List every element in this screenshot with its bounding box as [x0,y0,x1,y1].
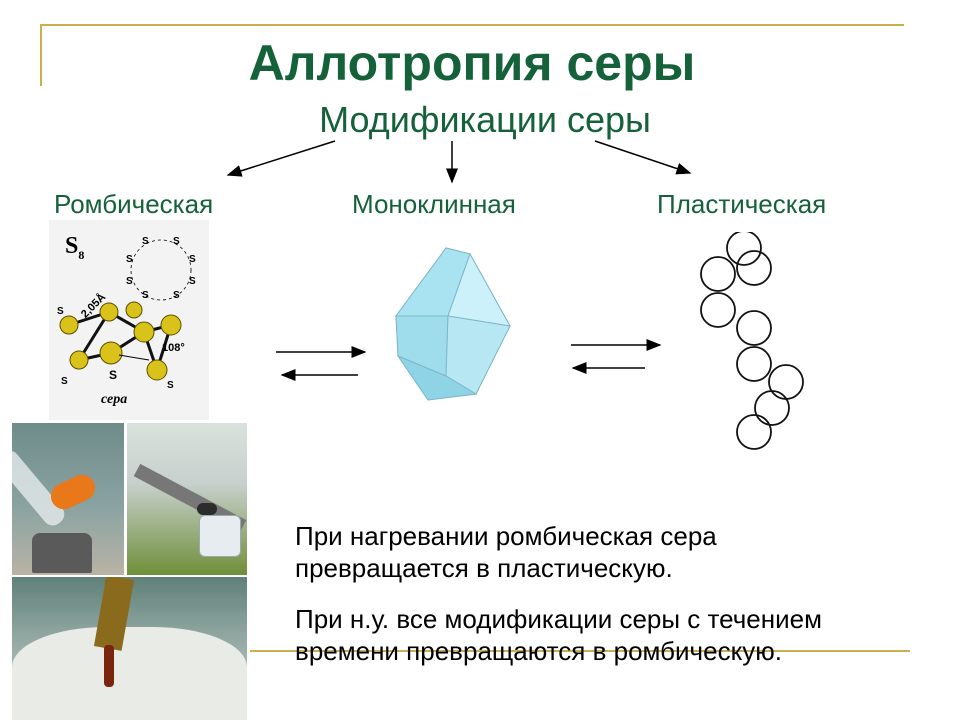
frame-left-line [40,24,42,86]
paragraph-line: При н.у. все модификации серы с течением [295,604,822,634]
formula-s8: S8 [65,233,85,262]
paragraph-line: времени превращаются в ромбическую. [295,636,782,666]
plastic-chain-image [700,232,804,450]
molecule-atom-label: S [109,368,118,382]
ring-atom-label: S [173,236,180,247]
slide-subtitle: Модификации серы [319,99,651,140]
ring-atom-label: S [142,290,149,301]
label-rhombic: Ромбическая [54,189,214,219]
paragraph-heating: При нагревании ромбическая сера превраща… [295,520,717,584]
ring-atom-label: S [189,276,196,287]
arrow-to-plastic [594,140,692,175]
molecule-caption: сера [101,392,128,407]
ring-atom-label: S [142,236,149,247]
paragraph-line: При нагревании ромбическая сера [295,521,717,551]
photo-test-tube-heating [12,423,124,575]
label-monoclinic: Моноклинная [352,189,516,219]
molecule-atom-label: S [61,376,68,387]
photo-plastic-sulfur-water [12,577,247,720]
paragraph-normal-conditions: При н.у. все модификации серы с течением… [295,603,822,667]
ring-atom-label: S [189,254,196,265]
ring-atom-label: S [126,254,133,265]
rhombic-molecule-figure: S8 S S S S S S S S S S S S 2,05Å 108° се… [49,220,209,420]
frame-top-line [40,24,904,26]
photo-sulfur-burning-spoon [127,423,247,575]
monoclinic-crystal-image [395,247,511,401]
slide-title: Аллотропия серы [248,35,696,91]
ring-atom-label: S [173,290,180,301]
frame-bottom-line [250,650,910,652]
ring-atom-label: S [126,276,133,287]
arrow-to-rhombic [226,140,336,177]
molecule-atom-label: S [57,306,64,317]
molecule-atom-label: S [167,380,174,391]
label-plastic: Пластическая [657,189,827,219]
bond-angle-label: 108° [162,342,185,354]
paragraph-line: превращается в пластическую. [295,553,673,583]
